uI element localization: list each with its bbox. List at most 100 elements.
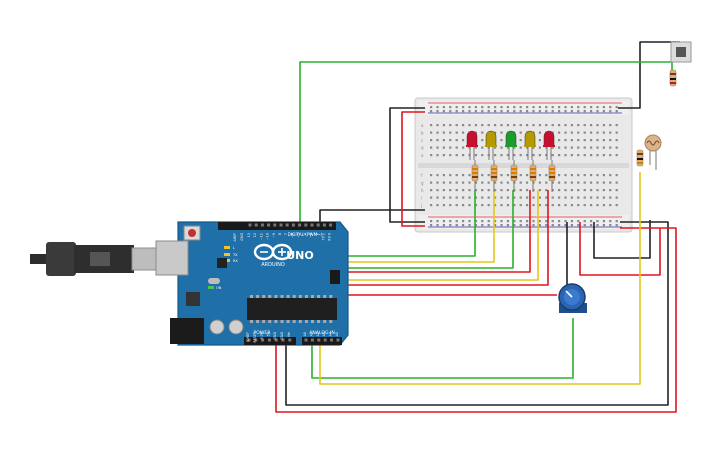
breadboard-hole xyxy=(449,189,452,192)
breadboard-hole xyxy=(602,139,605,142)
header-pin[interactable] xyxy=(247,338,251,342)
breadboard-hole xyxy=(494,131,497,134)
chip-pin xyxy=(256,320,260,323)
breadboard-hole xyxy=(442,189,445,192)
breadboard-hole xyxy=(590,154,593,157)
breadboard-hole xyxy=(468,224,471,227)
breadboard-hole xyxy=(442,146,445,149)
breadboard-hole xyxy=(532,224,535,227)
header-pin[interactable] xyxy=(273,223,277,227)
breadboard-hole xyxy=(615,204,618,207)
header-pin[interactable] xyxy=(288,338,292,342)
breadboard-hole xyxy=(442,110,445,113)
breadboard-hole xyxy=(615,189,618,192)
header-pin[interactable] xyxy=(310,223,314,227)
header-pin[interactable] xyxy=(274,338,278,342)
breadboard-hole xyxy=(558,189,561,192)
potentiometer-indicator xyxy=(565,290,573,298)
header-pin[interactable] xyxy=(323,338,327,342)
header-pin[interactable] xyxy=(310,338,314,342)
chip-pin xyxy=(280,320,284,323)
led-5[interactable] xyxy=(543,130,556,192)
header-pin[interactable] xyxy=(267,223,271,227)
led-icon xyxy=(466,130,478,147)
row-letter: g xyxy=(421,181,424,186)
pin-label: ~6 xyxy=(290,233,294,238)
led-3[interactable] xyxy=(505,130,518,192)
pin-label: 5V xyxy=(266,331,270,336)
header-pin[interactable] xyxy=(254,338,258,342)
breadboard-hole xyxy=(487,204,490,207)
row-letter: d xyxy=(421,146,424,151)
breadboard-hole xyxy=(538,174,541,177)
breadboard-hole xyxy=(500,139,503,142)
header-pin[interactable] xyxy=(279,223,283,227)
breadboard-hole xyxy=(513,224,516,227)
breadboard-hole xyxy=(570,146,573,149)
header-pin[interactable] xyxy=(330,338,334,342)
header-pin[interactable] xyxy=(261,338,265,342)
led-4[interactable] xyxy=(524,130,537,192)
chip-pin xyxy=(292,320,296,323)
resistor-band xyxy=(637,158,643,160)
breadboard-hole xyxy=(602,131,605,134)
breadboard-hole xyxy=(449,124,452,127)
breadboard-hole xyxy=(500,124,503,127)
resistor-band xyxy=(549,172,555,174)
header-pin[interactable] xyxy=(304,338,308,342)
header-pin[interactable] xyxy=(304,223,308,227)
row-letter: a xyxy=(421,123,424,128)
breadboard-hole xyxy=(577,131,580,134)
header-pin[interactable] xyxy=(317,338,321,342)
breadboard-hole xyxy=(551,204,554,207)
chip-pin xyxy=(268,320,272,323)
header-pin[interactable] xyxy=(329,223,333,227)
breadboard-hole xyxy=(602,220,605,223)
pin-label: RX 0 xyxy=(328,233,332,241)
pushbutton[interactable] xyxy=(670,41,692,63)
header-pin[interactable] xyxy=(291,223,295,227)
header-pin[interactable] xyxy=(285,223,289,227)
pin-label: ~5 xyxy=(297,233,301,238)
header-pin[interactable] xyxy=(298,223,302,227)
wire-black-ldr xyxy=(593,220,651,259)
breadboard-hole xyxy=(481,124,484,127)
header-pin[interactable] xyxy=(248,223,252,227)
led-1[interactable] xyxy=(466,130,479,192)
chip-pin xyxy=(317,295,321,298)
breadboard-hole xyxy=(462,154,465,157)
breadboard-hole xyxy=(526,110,529,113)
breadboard-hole xyxy=(596,204,599,207)
header-pin[interactable] xyxy=(267,338,271,342)
resistor-band xyxy=(491,168,497,170)
breadboard-hole xyxy=(449,110,452,113)
breadboard-hole xyxy=(506,174,509,177)
breadboard-hole xyxy=(500,189,503,192)
breadboard-hole xyxy=(602,204,605,207)
breadboard-hole xyxy=(506,110,509,113)
pin-label: A3 xyxy=(322,332,326,336)
breadboard-hole xyxy=(545,204,548,207)
breadboard-hole xyxy=(455,131,458,134)
chip-pin xyxy=(280,295,284,298)
breadboard-hole xyxy=(609,131,612,134)
header-pin[interactable] xyxy=(316,223,320,227)
header-pin[interactable] xyxy=(281,338,285,342)
led-2[interactable] xyxy=(485,130,498,192)
breadboard-hole xyxy=(436,174,439,177)
breadboard-hole xyxy=(462,220,465,223)
breadboard-hole xyxy=(506,204,509,207)
breadboard-hole xyxy=(468,110,471,113)
header-pin[interactable] xyxy=(322,223,326,227)
header-pin[interactable] xyxy=(260,223,264,227)
pin-label: GND xyxy=(280,332,284,340)
photoresistor[interactable] xyxy=(636,134,662,170)
potentiometer[interactable] xyxy=(558,283,587,313)
resistor-band xyxy=(670,73,676,75)
breadboard-hole xyxy=(532,106,535,109)
header-pin[interactable] xyxy=(336,338,340,342)
header-pin[interactable] xyxy=(254,223,258,227)
breadboard-hole xyxy=(526,196,529,199)
